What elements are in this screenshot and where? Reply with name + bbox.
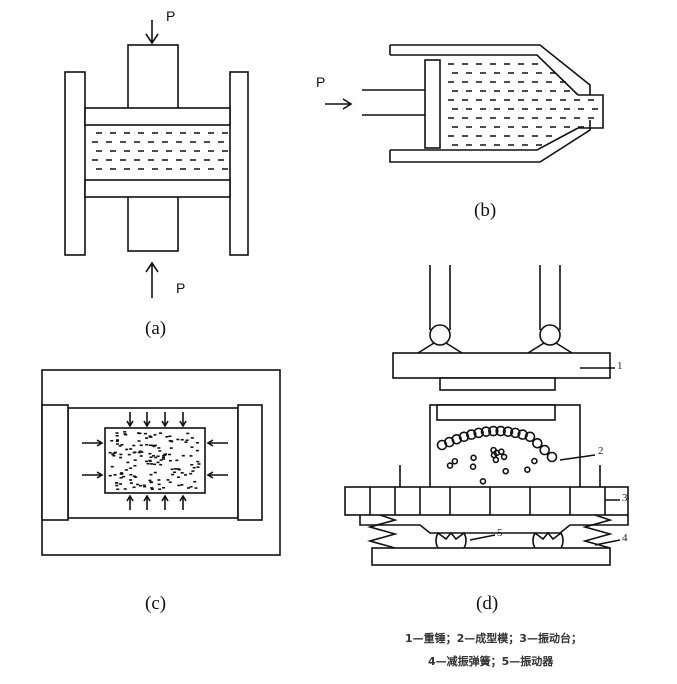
part-4: 4 <box>622 532 628 544</box>
part-3: 3 <box>622 492 628 504</box>
part-2: 2 <box>598 445 604 457</box>
part-5: 5 <box>497 527 503 539</box>
label-d: (d) <box>476 593 499 614</box>
label-c: (c) <box>145 593 167 614</box>
diagram-b <box>325 44 604 163</box>
force-label-b: P <box>316 74 326 90</box>
force-label-top: P <box>166 8 176 24</box>
label-b: (b) <box>474 200 497 221</box>
diagram-d <box>344 265 629 566</box>
label-a: (a) <box>145 318 167 339</box>
caption-line-2: 4—减振弹簧；5—振动器 <box>428 655 554 668</box>
force-label-bottom: P <box>176 280 186 296</box>
diagram-a <box>64 20 249 298</box>
part-1: 1 <box>617 360 623 372</box>
caption-line-1: 1—重锤；2—成型模；3—振动台； <box>405 632 582 645</box>
diagram-c <box>41 369 281 556</box>
